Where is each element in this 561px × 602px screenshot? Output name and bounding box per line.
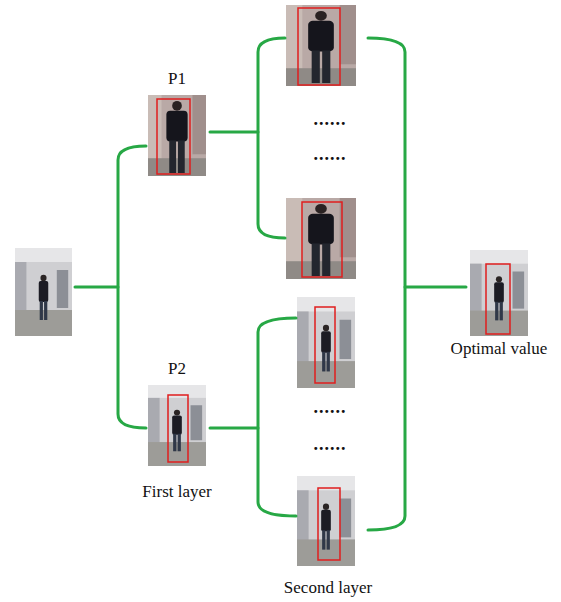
node-caption: P2 bbox=[168, 359, 186, 379]
ellipsis-mark: ...... bbox=[314, 434, 347, 456]
ellipsis-mark: ...... bbox=[314, 109, 347, 131]
ellipsis-mark: ...... bbox=[314, 397, 347, 419]
candidate-photo bbox=[286, 198, 356, 279]
layer-label: First layer bbox=[142, 482, 211, 502]
bounding-box bbox=[315, 307, 335, 383]
photo-node: P2 bbox=[148, 385, 206, 466]
bracket-stem bbox=[210, 131, 258, 134]
bounding-box bbox=[318, 488, 340, 560]
bounding-box bbox=[302, 202, 342, 277]
bracket bbox=[258, 38, 285, 238]
candidate-photo bbox=[297, 297, 355, 388]
bounding-box bbox=[157, 99, 190, 174]
node-caption: Optimal value bbox=[451, 339, 548, 359]
ellipsis-mark: ...... bbox=[314, 144, 347, 166]
input-photo bbox=[15, 248, 72, 336]
bracket bbox=[118, 146, 146, 428]
result-photo bbox=[470, 250, 528, 336]
candidate-photo bbox=[148, 95, 206, 176]
bracket bbox=[258, 318, 296, 516]
bounding-box bbox=[486, 264, 510, 334]
node-caption: P1 bbox=[168, 69, 186, 89]
candidate-photo bbox=[297, 476, 355, 566]
bracket-stem bbox=[210, 427, 258, 430]
bounding-box bbox=[298, 8, 340, 85]
candidate-photo bbox=[286, 5, 356, 86]
candidate-photo bbox=[148, 385, 206, 466]
bracket bbox=[368, 38, 405, 530]
photo-node: P1 bbox=[148, 95, 206, 176]
bracket-stem bbox=[75, 286, 118, 289]
layer-label: Second layer bbox=[284, 578, 372, 598]
photo-node: Optimal value bbox=[470, 250, 528, 336]
bounding-box bbox=[168, 395, 188, 462]
bracket-stem bbox=[405, 286, 466, 289]
